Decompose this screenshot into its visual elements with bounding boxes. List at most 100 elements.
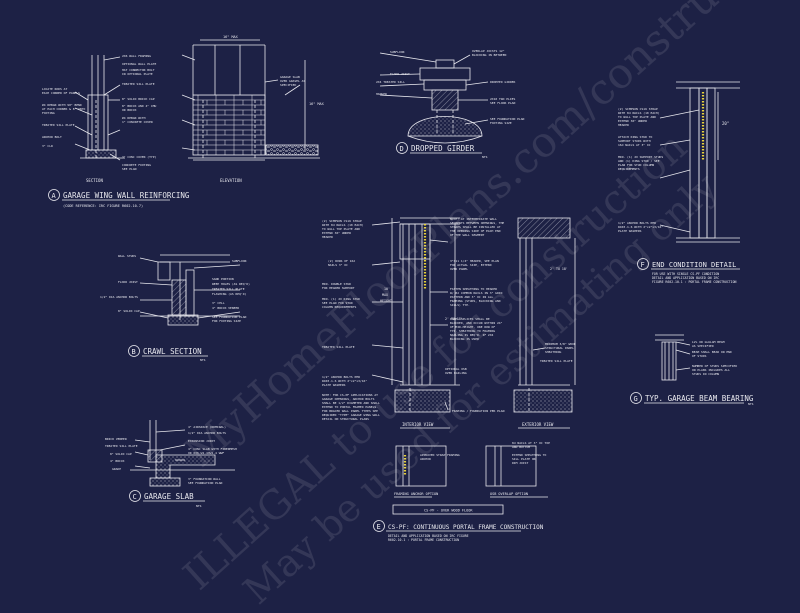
detail-f-subtitle3: FIGURE R602.10.1 : PORTAL FRAME CONSTRUC… <box>652 280 737 284</box>
detail-e-cs-pf-label: CS-PF - OVER WOOD FLOOR <box>424 509 473 513</box>
detail-e-osb-overlap: OSB OVERLAP OPTION <box>490 492 528 496</box>
svg-text:OVERLAP JOISTS 12": OVERLAP JOISTS 12" <box>472 49 505 53</box>
svg-text:1/2" ANCHOR BOLTS PER: 1/2" ANCHOR BOLTS PER <box>618 221 656 225</box>
svg-text:OR BRICK: OR BRICK <box>122 108 137 112</box>
svg-text:OR 6X6-W1.4XW1.4 WWF: OR 6X6-W1.4XW1.4 WWF <box>188 451 224 455</box>
detail-b-scale: NTS <box>200 358 206 362</box>
svg-text:RIM JOIST: RIM JOIST <box>512 461 528 465</box>
svg-text:SUBFLOOR: SUBFLOOR <box>390 50 405 54</box>
detail-a-elevation-label: ELEVATION <box>220 178 242 183</box>
detail-a-garage-wing-wall <box>48 39 320 201</box>
detail-c-scale: NTS <box>196 504 202 508</box>
svg-text:APPROVED STRAP FRAMING: APPROVED STRAP FRAMING <box>420 453 460 457</box>
svg-text:8" BRICK AND 4" CMU: 8" BRICK AND 4" CMU <box>122 104 157 108</box>
svg-text:PLAN FOR STUD COLUMN: PLAN FOR STUD COLUMN <box>618 163 654 167</box>
svg-text:ANCHOR BOLT: ANCHOR BOLT <box>42 135 62 139</box>
svg-text:SUPPORT STUDS WITH: SUPPORT STUDS WITH <box>618 139 651 143</box>
svg-text:AND BOTTOM: AND BOTTOM <box>512 445 530 449</box>
svg-text:#4 REBAR WITH 90° BEND: #4 REBAR WITH 90° BEND <box>42 103 82 107</box>
svg-text:WEEP HOLES (AS REQ'D): WEEP HOLES (AS REQ'D) <box>212 282 250 286</box>
detail-a-marker: A <box>52 192 57 200</box>
svg-text:SAND PORTION: SAND PORTION <box>212 277 234 281</box>
svg-text:SILLS) TYP.: SILLS) TYP. <box>450 303 470 307</box>
svg-text:REQUIREMENTS: REQUIREMENTS <box>618 167 640 171</box>
svg-text:FOR FOOTING SIZE: FOR FOOTING SIZE <box>212 319 241 323</box>
svg-text:8" SOLID BRICK CAP: 8" SOLID BRICK CAP <box>122 97 155 101</box>
detail-e-notes-left: (2) SIMPSON CS16 STRAP WITH 8d NAILS (10… <box>322 219 380 421</box>
detail-g-scale: NTS <box>748 402 754 406</box>
detail-e-portal-frame <box>371 217 576 532</box>
detail-f-end-condition <box>637 81 740 270</box>
detail-f-marker: F <box>641 261 645 269</box>
svg-text:TO WALL TOP PLATE AND: TO WALL TOP PLATE AND <box>322 227 360 231</box>
svg-text:SEE FOUNDATION PLAN: SEE FOUNDATION PLAN <box>490 117 525 121</box>
detail-g-title: TYP. GARAGE BEAM BEARING <box>645 394 754 403</box>
detail-e-subtitle2: R602.10.1 : PORTAL FRAME CONSTRUCTION <box>388 538 459 542</box>
svg-text:NUMBER OF STUDS SPECIFIED: NUMBER OF STUDS SPECIFIED <box>692 364 737 368</box>
detail-d-marker: D <box>400 145 404 153</box>
svg-text:PLATE WASHERS: PLATE WASHERS <box>322 383 346 387</box>
svg-text:TREATED SILL PLATE: TREATED SILL PLATE <box>105 444 138 448</box>
svg-text:SILL PLATE OR: SILL PLATE OR <box>512 457 536 461</box>
svg-text:EXTEND SHEATHING TO: EXTEND SHEATHING TO <box>512 453 547 457</box>
svg-text:FOOTING: FOOTING <box>42 111 55 115</box>
detail-b-crawl-section <box>128 254 241 357</box>
svg-text:OVER NAILING: OVER NAILING <box>445 371 467 375</box>
svg-text:BEAM SHALL BEAR ON END: BEAM SHALL BEAR ON END <box>692 350 732 354</box>
detail-e-notes-mid: NOTE: AT INTERMEDIATE WALL SEGMENTS BETW… <box>445 217 576 413</box>
svg-text:SUBFLOOR: SUBFLOOR <box>232 259 247 263</box>
svg-text:OVER PANEL: OVER PANEL <box>450 267 468 271</box>
svg-text:(2) SIMPSON CS16 STRAP: (2) SIMPSON CS16 STRAP <box>618 107 658 111</box>
svg-text:16d NAILS AT 3" OC: 16d NAILS AT 3" OC <box>618 143 651 147</box>
svg-text:FOOTING SIZE: FOOTING SIZE <box>490 121 512 125</box>
svg-text:STRUCTURAL PANEL: STRUCTURAL PANEL <box>545 346 574 350</box>
svg-text:SHALL BE 1/2" DIAMETER AND SHA: SHALL BE 1/2" DIAMETER AND SHALL <box>322 401 380 405</box>
svg-text:3" CLR: 3" CLR <box>42 144 53 148</box>
svg-text:STUDS IN COLUMN: STUDS IN COLUMN <box>692 372 719 376</box>
svg-text:FLOOR JOIST: FLOOR JOIST <box>118 280 138 284</box>
detail-c-notes: BRICK VENEER TREATED SILL PLATE 8" SOLID… <box>105 425 237 485</box>
svg-text:EXTEND 36" UNDER: EXTEND 36" UNDER <box>322 231 351 235</box>
svg-text:3" CELL: 3" CELL <box>212 301 225 305</box>
detail-b-title: CRAWL SECTION <box>143 347 202 356</box>
detail-a-notes-left: LOCATE RODS AT EACH CORNER OF PANELS #4 … <box>42 87 86 148</box>
svg-text:(2) ROWS OF 16d: (2) ROWS OF 16d <box>328 259 355 263</box>
svg-text:8" SOLID CAP: 8" SOLID CAP <box>110 452 132 456</box>
svg-text:R403.1.6 WITH 2"x2"x3/16": R403.1.6 WITH 2"x2"x3/16" <box>322 379 367 383</box>
svg-text:OF THE WALL SEGMENT: OF THE WALL SEGMENT <box>450 233 485 237</box>
svg-text:OPTIONAL WALL PLATE: OPTIONAL WALL PLATE <box>122 62 157 66</box>
svg-text:FOR ACTUAL SIZE, EXTEND: FOR ACTUAL SIZE, EXTEND <box>450 263 492 267</box>
svg-text:10': 10' <box>384 287 390 291</box>
svg-text:WITH 8d NAILS (10 EACH): WITH 8d NAILS (10 EACH) <box>618 111 660 115</box>
detail-f-notes: (2) SIMPSON CS16 STRAP WITH 8d NAILS (10… <box>618 107 663 233</box>
svg-text:2' TO 18': 2' TO 18' <box>445 317 463 321</box>
svg-text:SEE FLOOR PLAN: SEE FLOOR PLAN <box>490 101 515 105</box>
svg-text:BLOCKING IN BETWEEN: BLOCKING IN BETWEEN <box>472 53 507 57</box>
svg-text:SEE FOUNDATION PLAN: SEE FOUNDATION PLAN <box>212 315 247 319</box>
svg-text:LOCATE RODS AT: LOCATE RODS AT <box>42 87 67 91</box>
detail-a-section-label: SECTION <box>86 178 103 183</box>
detail-e-notes-bottom: APPROVED STRAP FRAMING ANCHOR 8d NAILS A… <box>420 441 550 465</box>
svg-text:TREATED SILL PLATE: TREATED SILL PLATE <box>212 287 245 291</box>
detail-a-subtitle: (CODE REFERENCE: IRC FIGURE R602.10.7) <box>63 204 143 208</box>
svg-text:GRADE: GRADE <box>112 467 121 471</box>
svg-text:NOTE: AT INTERMEDIATE WALL: NOTE: AT INTERMEDIATE WALL <box>450 217 497 221</box>
svg-text:4" CONC SLAB WITH FIBERMESH: 4" CONC SLAB WITH FIBERMESH <box>188 447 237 451</box>
svg-text:CONCRETE FOOTING: CONCRETE FOOTING <box>122 163 151 167</box>
svg-text:FRAMING (STUDS, BLOCKING AND: FRAMING (STUDS, BLOCKING AND <box>450 299 501 303</box>
svg-text:HANGER: HANGER <box>376 92 387 96</box>
svg-text:3"X11 1/4" HEADER, SEE PLAN: 3"X11 1/4" HEADER, SEE PLAN <box>450 259 499 263</box>
detail-c-title: GARAGE SLAB <box>144 492 194 501</box>
detail-f-subtitle1: FOR USE WITH SINGLE CS-PF CONDITION <box>652 272 719 276</box>
svg-text:COLUMN REQUIREMENTS: COLUMN REQUIREMENTS <box>322 305 357 309</box>
svg-text:REQUIRED "TYPE" GARAGE WING WA: REQUIRED "TYPE" GARAGE WING WALL <box>322 413 380 417</box>
svg-text:ATTACH KING STUD TO: ATTACH KING STUD TO <box>618 135 653 139</box>
svg-text:1/2" DIA ANCHOR BOLTS: 1/2" DIA ANCHOR BOLTS <box>188 431 226 435</box>
detail-e-title: CS-PF: CONTINUOUS PORTAL FRAME CONSTRUCT… <box>388 524 544 531</box>
svg-text:OVER GRAVEL AS: OVER GRAVEL AS <box>280 79 305 83</box>
detail-e-interior-view: INTERIOR VIEW <box>402 422 434 427</box>
svg-text:SEE PLAN: SEE PLAN <box>122 167 137 171</box>
svg-text:TREATED SILL PLATE: TREATED SILL PLATE <box>122 82 155 86</box>
svg-text:EXPANSION JOINT: EXPANSION JOINT <box>188 439 215 443</box>
detail-g-beam-bearing <box>630 334 744 404</box>
